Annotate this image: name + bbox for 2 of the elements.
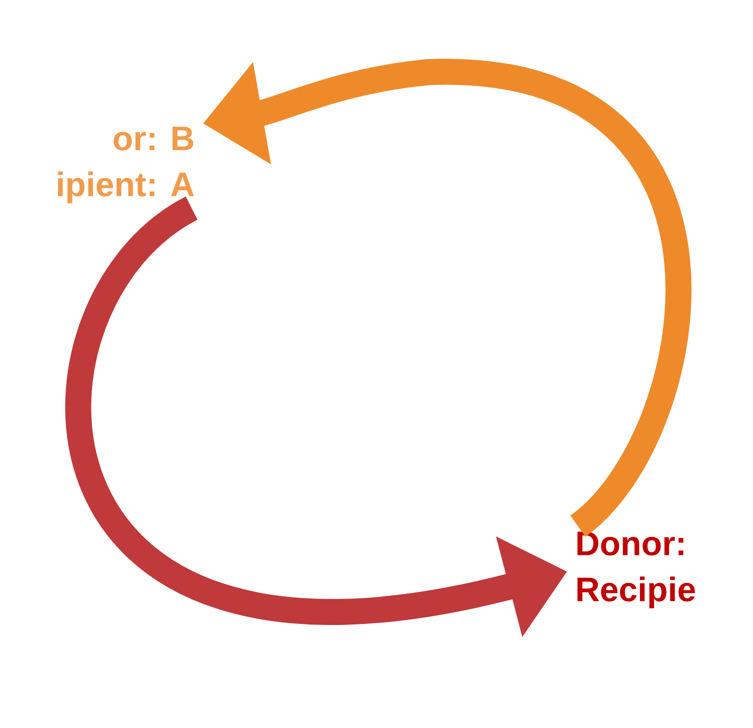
label-text: Donor: Recipie — [577, 532, 695, 608]
label-text: or: B ipient: A — [58, 126, 194, 204]
